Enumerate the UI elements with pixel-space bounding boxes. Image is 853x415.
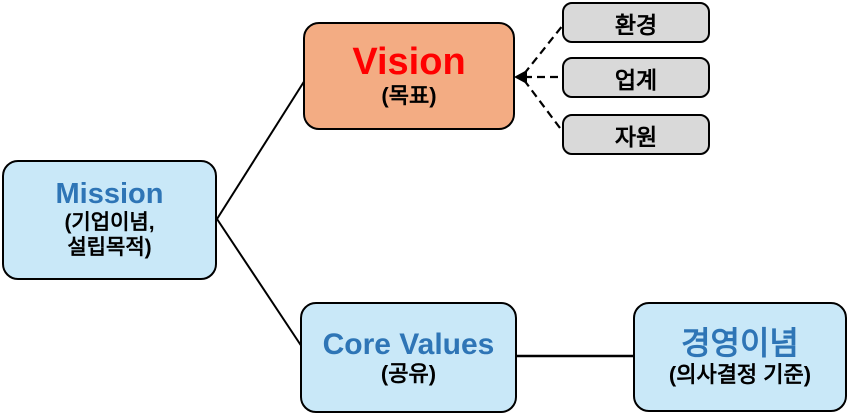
mission-vision-connector xyxy=(216,79,306,220)
core-values-subtitle: (공유) xyxy=(380,361,437,387)
management-philosophy-subtitle: (의사결정 기준) xyxy=(668,361,812,387)
mission-corevalues-connector xyxy=(216,218,303,348)
factor-node-resources: 자원 xyxy=(562,114,710,155)
factor-node-industry: 업계 xyxy=(562,57,710,98)
mission-node: Mission (기업이념, 설립목적) xyxy=(2,160,217,280)
vision-arrowhead-icon xyxy=(514,70,527,84)
factor-label-industry: 업계 xyxy=(614,66,658,93)
vision-title: Vision xyxy=(352,41,466,84)
resources-vision-dashed-connector xyxy=(523,79,564,133)
management-philosophy-title: 경영이념 xyxy=(681,325,799,362)
factor-label-resources: 자원 xyxy=(614,123,658,150)
environment-vision-dashed-connector xyxy=(523,24,564,75)
core-values-title: Core Values xyxy=(322,328,495,362)
mission-subtitle-line1: (기업이념, xyxy=(64,211,155,235)
core-values-node: Core Values (공유) xyxy=(300,302,517,413)
vision-subtitle: (목표) xyxy=(381,82,437,108)
factor-node-environment: 환경 xyxy=(562,2,710,43)
mission-subtitle-line2: 설립목적) xyxy=(67,235,152,259)
factor-label-environment: 환경 xyxy=(614,11,658,38)
vision-node: Vision (목표) xyxy=(303,22,515,130)
management-philosophy-node: 경영이념 (의사결정 기준) xyxy=(633,302,847,412)
mission-title: Mission xyxy=(55,178,164,211)
